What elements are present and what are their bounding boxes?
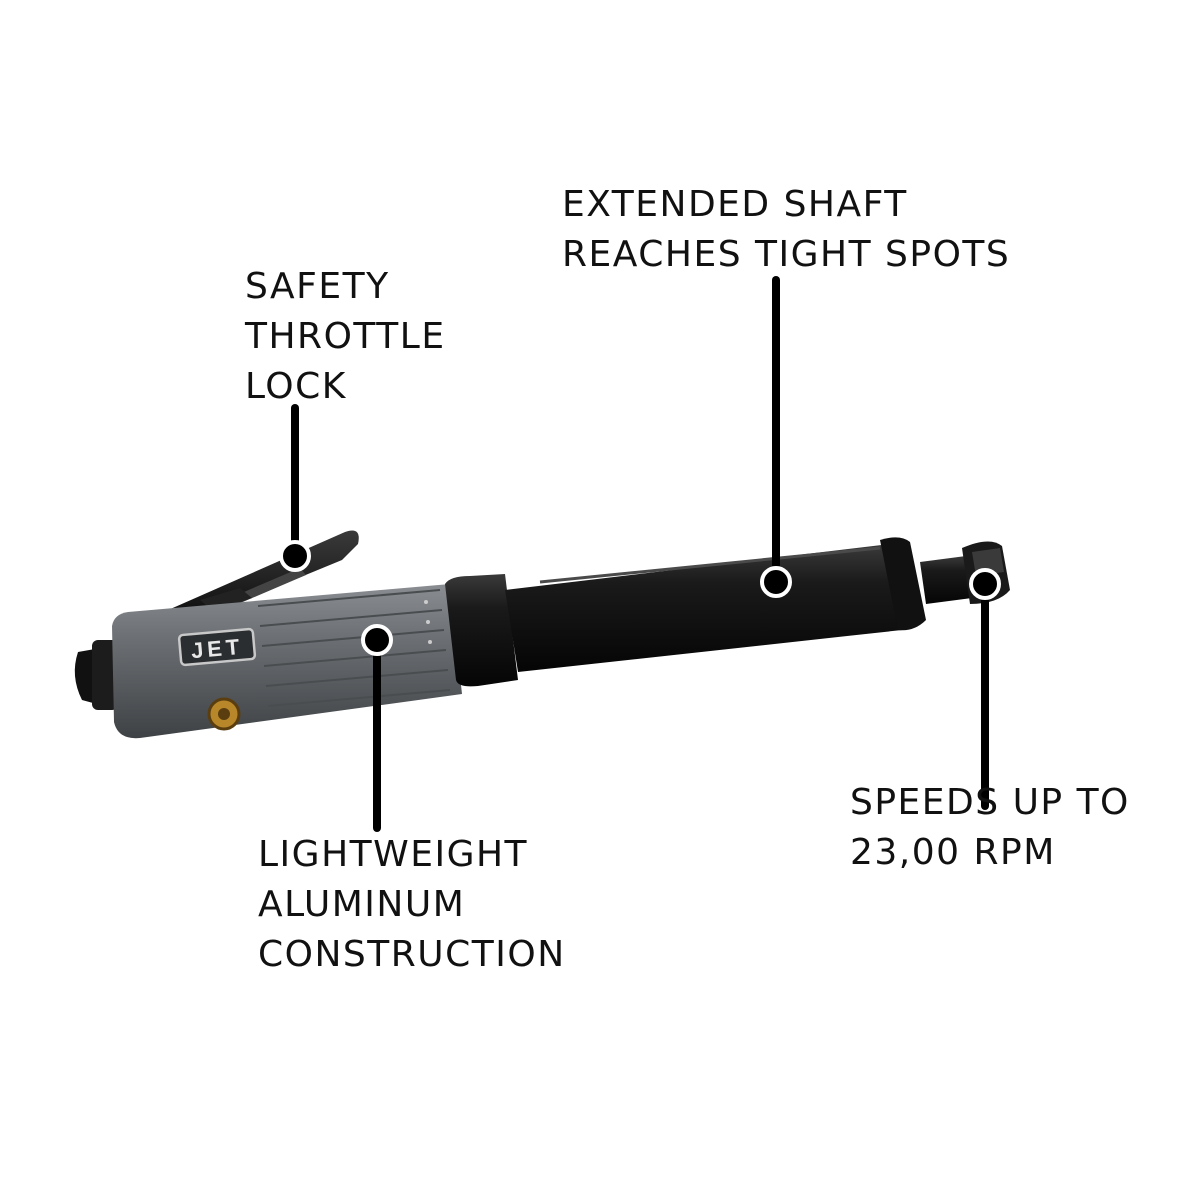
shaft-collar [445,574,518,687]
callout-line: LIGHTWEIGHT [258,834,529,875]
callout-speed-rpm: SPEEDS UP TO 23,00 RPM [850,778,1130,878]
callout-line: 23,00 RPM [850,832,1056,873]
callout-safety-throttle-lock: SAFETY THROTTLE LOCK [245,262,446,412]
front-housing [880,537,972,631]
callout-line: EXTENDED SHAFT [562,184,908,225]
callout-line: SAFETY [245,266,390,307]
jet-logo-text: JET [190,634,244,663]
callout-lightweight-aluminum: LIGHTWEIGHT ALUMINUM CONSTRUCTION [258,830,566,980]
leader-lines [279,276,1001,832]
callout-line: LOCK [245,366,347,407]
callout-line: SPEEDS UP TO [850,782,1130,823]
motor-housing [112,584,462,739]
extended-shaft [505,544,902,672]
jet-logo: JET [177,627,257,667]
callout-extended-shaft: EXTENDED SHAFT REACHES TIGHT SPOTS [562,180,1010,280]
callout-line: THROTTLE [245,316,446,357]
callout-line: CONSTRUCTION [258,934,566,975]
callout-line: ALUMINUM [258,884,466,925]
rear-end-cap [74,640,118,710]
callout-line: REACHES TIGHT SPOTS [562,234,1011,275]
